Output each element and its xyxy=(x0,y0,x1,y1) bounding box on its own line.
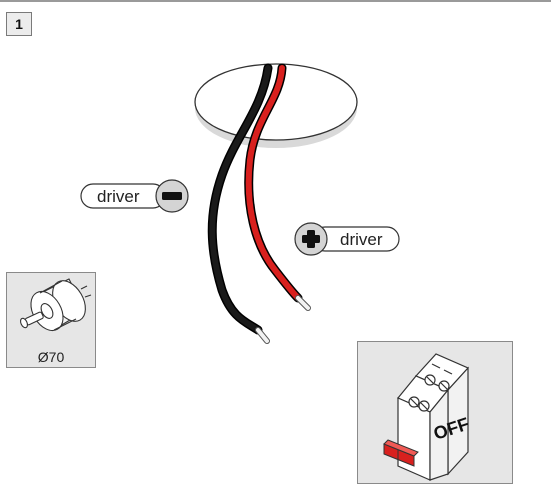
positive-label-text: driver xyxy=(340,230,383,249)
negative-wire xyxy=(207,63,273,344)
step-number-badge: 1 xyxy=(6,12,32,36)
positive-driver-label: driver xyxy=(294,222,400,256)
minus-icon xyxy=(162,192,182,200)
controller-panel: Ø70 xyxy=(6,272,96,368)
top-divider xyxy=(0,0,551,2)
breaker-switch-icon xyxy=(383,439,419,467)
circuit-breaker-icon: OFF xyxy=(383,353,471,481)
plus-icon xyxy=(302,230,320,248)
negative-label-text: driver xyxy=(97,187,140,206)
controller-size-label: Ø70 xyxy=(37,349,65,365)
breaker-panel: OFF xyxy=(357,341,513,484)
positive-wire xyxy=(244,63,311,311)
rotary-dimmer-icon xyxy=(20,278,92,332)
ceiling-disc-icon xyxy=(194,63,358,148)
negative-driver-label: driver xyxy=(80,179,189,213)
